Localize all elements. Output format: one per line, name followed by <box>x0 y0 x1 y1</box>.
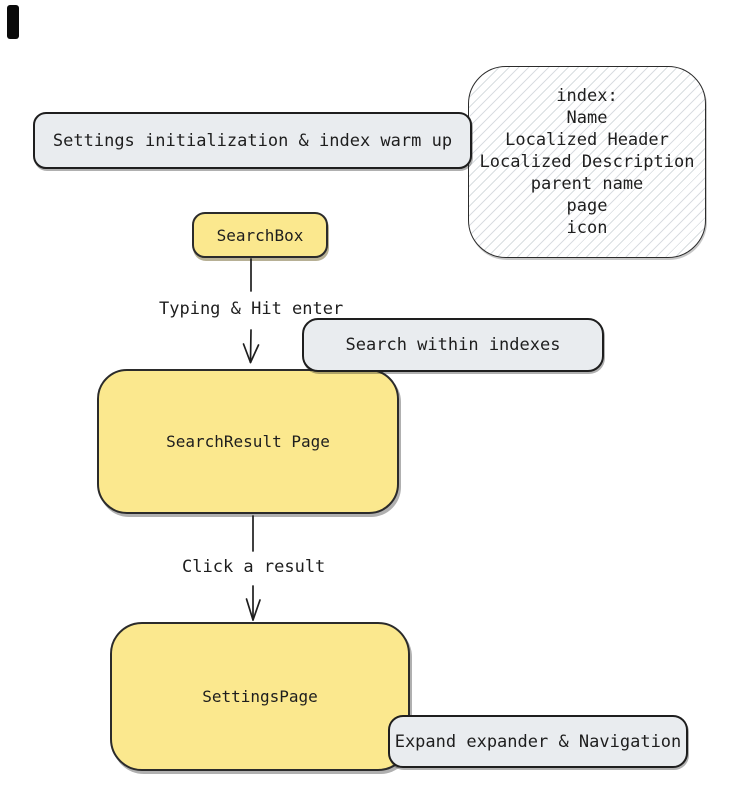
index-note-line: Name <box>566 108 608 128</box>
index-note-line: parent name <box>530 174 644 194</box>
index-note-line: icon <box>566 218 608 238</box>
index-note-line: Localized Header <box>505 130 669 150</box>
node-expand-nav-label: Expand expander & Navigation <box>394 731 682 752</box>
index-note-line: page <box>566 196 608 216</box>
node-search-result: SearchResult Page <box>97 369 399 514</box>
index-note-line: index: <box>556 86 618 106</box>
index-note-lines: index: Name Localized Header Localized D… <box>480 85 695 239</box>
node-settings-page: SettingsPage <box>110 622 410 771</box>
node-index-note: index: Name Localized Header Localized D… <box>468 66 706 258</box>
edge-label-click: Click a result <box>182 557 326 577</box>
node-search-within-label: Search within indexes <box>345 335 561 355</box>
node-settings-page-label: SettingsPage <box>202 687 318 706</box>
node-settings-init-label: Settings initialization & index warm up <box>52 130 453 151</box>
node-search-within: Search within indexes <box>302 318 604 372</box>
edge-label-typing: Typing & Hit enter <box>159 299 344 319</box>
node-search-result-label: SearchResult Page <box>166 432 330 451</box>
node-settings-init: Settings initialization & index warm up <box>33 112 472 169</box>
node-searchbox-label: SearchBox <box>216 225 304 245</box>
node-searchbox: SearchBox <box>192 212 328 258</box>
index-note-line: Localized Description <box>479 152 695 172</box>
node-expand-nav: Expand expander & Navigation <box>388 715 688 768</box>
corner-mark <box>7 5 19 39</box>
